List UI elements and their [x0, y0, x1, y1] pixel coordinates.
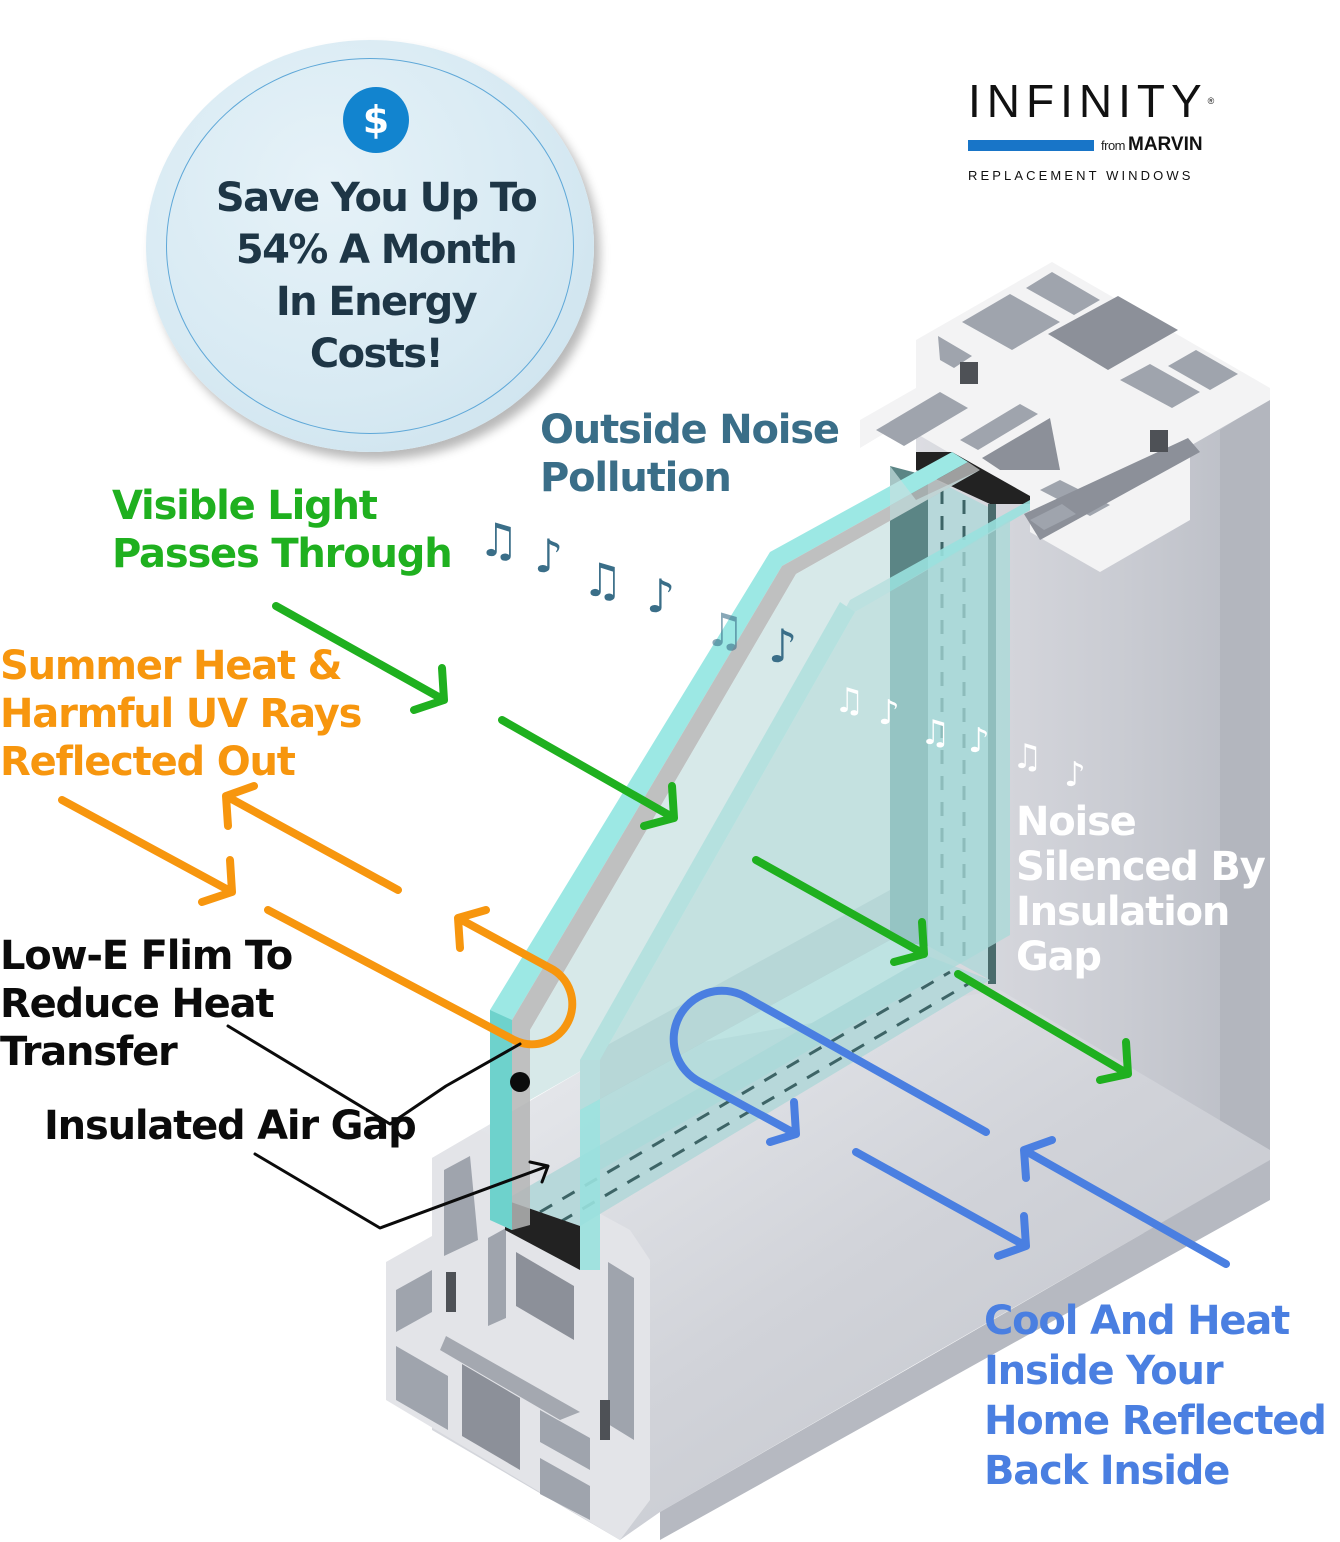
outside-noise-notes: ♫ ♪ ♫ ♪ ♫ ♪ — [478, 513, 797, 673]
silenced-noise-notes: ♫ ♪ ♫ ♪ ♫ ♪ — [834, 681, 1086, 795]
music-note-icon: ♪ — [968, 721, 990, 761]
air-gap-callout-line — [253, 1152, 550, 1230]
interior-arrow-back — [1020, 1136, 1230, 1268]
visible-light-arrows — [272, 602, 1132, 1084]
double-pane-glass-unit — [490, 452, 1030, 1270]
low-e-callout-dot — [510, 1072, 530, 1092]
logo-blue-bar — [968, 139, 1094, 151]
music-note-icon: ♪ — [646, 569, 675, 623]
light-arrow-4 — [954, 970, 1132, 1084]
music-note-icon: ♫ — [478, 513, 519, 567]
heat-arrow-out-1 — [222, 782, 402, 894]
logo-from: from — [1101, 137, 1126, 153]
savings-sticker: $ Save You Up To 54% A Month In Energy C… — [146, 40, 602, 460]
heat-reflection-arrows — [58, 782, 577, 1049]
music-note-icon: ♫ — [834, 681, 864, 721]
music-note-icon: ♪ — [1064, 755, 1086, 795]
sticker-ring — [166, 58, 574, 434]
music-note-icon: ♪ — [768, 619, 797, 673]
light-arrow-2 — [498, 716, 678, 830]
music-note-icon: ♫ — [920, 713, 950, 753]
music-note-icon: ♪ — [534, 529, 563, 583]
interior-arrow-in — [852, 1148, 1030, 1260]
logo-maker: MARVIN — [1128, 134, 1203, 155]
heat-arrow-in-1 — [58, 796, 236, 906]
infinity-marvin-logo: INFINITY® from MARVIN REPLACEMENT WINDOW… — [968, 78, 1268, 183]
heat-arrow-reflect — [264, 906, 577, 1049]
sticker-headline: Save You Up To 54% A Month In Energy Cos… — [215, 175, 538, 377]
label-insulated-air-gap: Insulated Air Gap — [44, 1103, 417, 1149]
dollar-icon: $ — [343, 87, 409, 153]
light-arrow-1 — [272, 602, 448, 714]
music-note-icon: ♫ — [1012, 737, 1042, 777]
music-note-icon: ♫ — [582, 553, 623, 607]
light-arrow-3 — [752, 856, 928, 966]
logo-wordmark: INFINITY® — [968, 75, 1215, 127]
music-note-icon: ♪ — [878, 693, 900, 733]
low-e-callout-line — [226, 1024, 522, 1126]
music-note-icon: ♫ — [704, 603, 745, 657]
logo-subtitle: REPLACEMENT WINDOWS — [968, 168, 1194, 183]
interior-arrow-reflect — [669, 986, 990, 1146]
interior-reflection-arrows — [669, 986, 1230, 1268]
callout-lines — [226, 1024, 550, 1230]
